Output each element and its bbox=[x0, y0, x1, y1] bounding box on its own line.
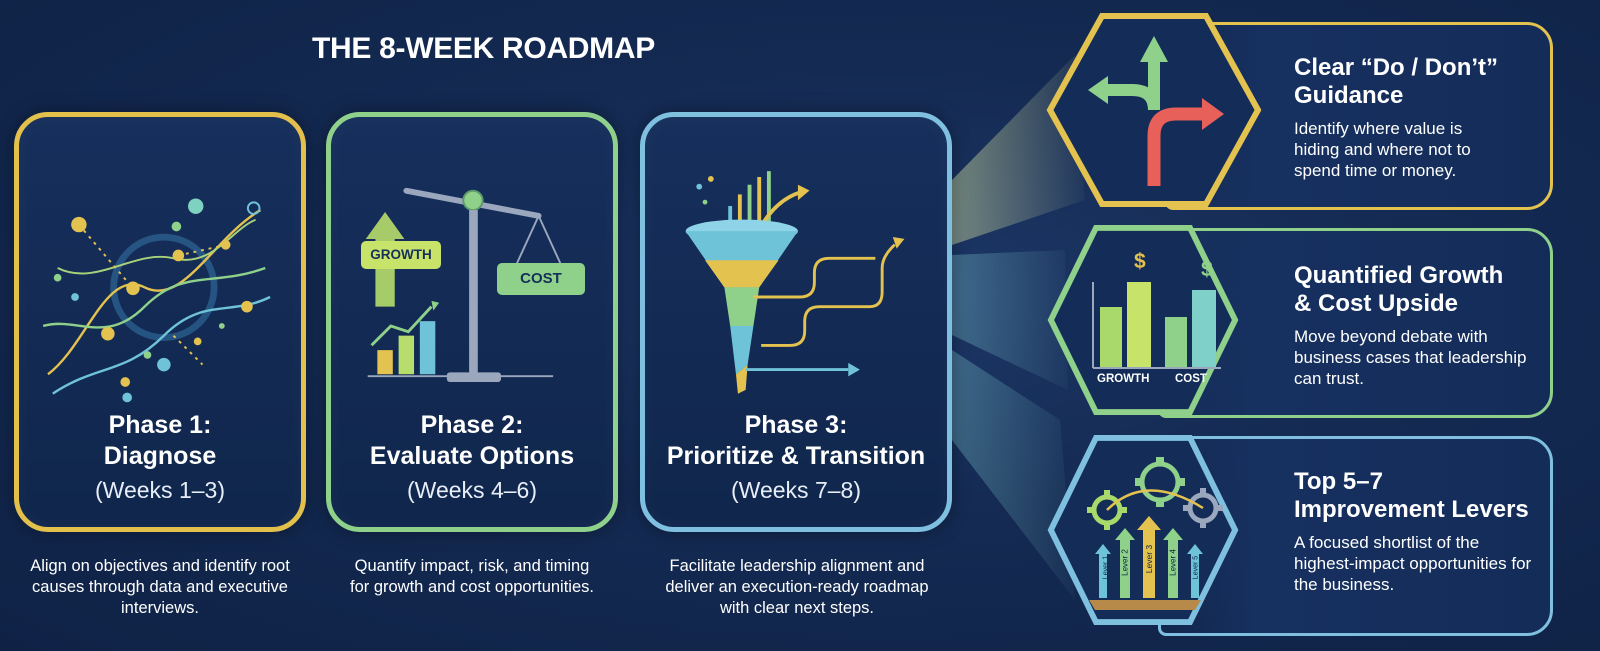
outcome-1-title-line1: Clear “Do / Don’t” bbox=[1294, 54, 1499, 81]
lever-4-label: Lever 4 bbox=[1168, 549, 1178, 576]
outcome-2-description: Move beyond debate with business cases t… bbox=[1294, 327, 1527, 388]
lever-1-label: Lever 1 bbox=[1102, 555, 1110, 580]
outcome-1-text: Clear “Do / Don’t” Guidance Identify whe… bbox=[1294, 54, 1549, 181]
phase-2-description: Quantify impact, risk, and timing for gr… bbox=[350, 557, 594, 596]
phase-1-description: Align on objectives and identify root ca… bbox=[30, 557, 290, 617]
funnel-icon bbox=[685, 171, 905, 394]
phase-2-title-line2: Evaluate Options bbox=[369, 442, 575, 470]
phase-3-title-line2: Prioritize & Transition bbox=[666, 442, 926, 470]
outcome-2-title-line2: & Cost Upside bbox=[1294, 290, 1459, 317]
phase-3-card: Phase 3: Prioritize & Transition (Weeks … bbox=[640, 112, 952, 532]
dollar-icon-growth: $ bbox=[1134, 250, 1146, 273]
outcome-1-title-line2: Guidance bbox=[1294, 82, 1404, 109]
gears-levers-icon bbox=[1087, 457, 1223, 610]
outcome-2-title-line1: Quantified Growth bbox=[1294, 262, 1504, 289]
balance-scale-icon bbox=[365, 187, 573, 382]
outcome-3-description: A focused shortlist of the highest-impac… bbox=[1294, 533, 1532, 594]
phase-3-description: Facilitate leadership alignment and deli… bbox=[665, 557, 929, 617]
growth-label: GROWTH bbox=[361, 241, 441, 269]
outcome-3-title-line1: Top 5–7 bbox=[1294, 468, 1383, 495]
phase-1-title-line1: Phase 1: bbox=[108, 411, 212, 439]
phase-1-title: Phase 1: Diagnose bbox=[19, 410, 301, 472]
outcome-3-title-line2: Improvement Levers bbox=[1294, 496, 1529, 523]
chart-label-growth: GROWTH bbox=[1097, 373, 1150, 385]
outcome-1-description: Identify where value is hiding and where… bbox=[1294, 119, 1471, 180]
lever-3-label: Lever 3 bbox=[1144, 544, 1154, 574]
phase-2-card: GROWTH COST Phase 2: Evaluate Options (W… bbox=[326, 112, 618, 532]
lever-2-label: Lever 2 bbox=[1120, 549, 1130, 576]
phase-2-title-line1: Phase 2: bbox=[420, 411, 524, 439]
phase-3-title-line1: Phase 3: bbox=[744, 411, 848, 439]
dollar-icon-cost: $ bbox=[1201, 258, 1213, 281]
bar-chart-icon bbox=[1092, 282, 1221, 369]
phase-2-weeks: (Weeks 4–6) bbox=[407, 477, 537, 503]
chart-label-cost: COST bbox=[1175, 373, 1207, 385]
phase-3-weeks: (Weeks 7–8) bbox=[731, 477, 861, 503]
phase-3-title: Phase 3: Prioritize & Transition bbox=[645, 410, 947, 472]
phase-1-card: Phase 1: Diagnose (Weeks 1–3) bbox=[14, 112, 306, 532]
page-title: THE 8-WEEK ROADMAP bbox=[312, 32, 655, 65]
lever-labels: Lever 1 Lever 2 Lever 3 Lever 4 Lever 5 bbox=[1045, 432, 1241, 628]
cost-label: COST bbox=[497, 263, 585, 295]
outcome-3-text: Top 5–7 Improvement Levers A focused sho… bbox=[1294, 468, 1549, 595]
split-arrow-icon bbox=[1088, 36, 1224, 186]
outcome-2-text: Quantified Growth & Cost Upside Move bey… bbox=[1294, 262, 1549, 389]
phase-2-title: Phase 2: Evaluate Options bbox=[331, 410, 613, 472]
lever-5-label: Lever 5 bbox=[1192, 555, 1200, 580]
phase-1-title-line2: Diagnose bbox=[103, 442, 217, 470]
data-network-icon bbox=[42, 198, 271, 403]
phase-1-weeks: (Weeks 1–3) bbox=[95, 477, 225, 503]
